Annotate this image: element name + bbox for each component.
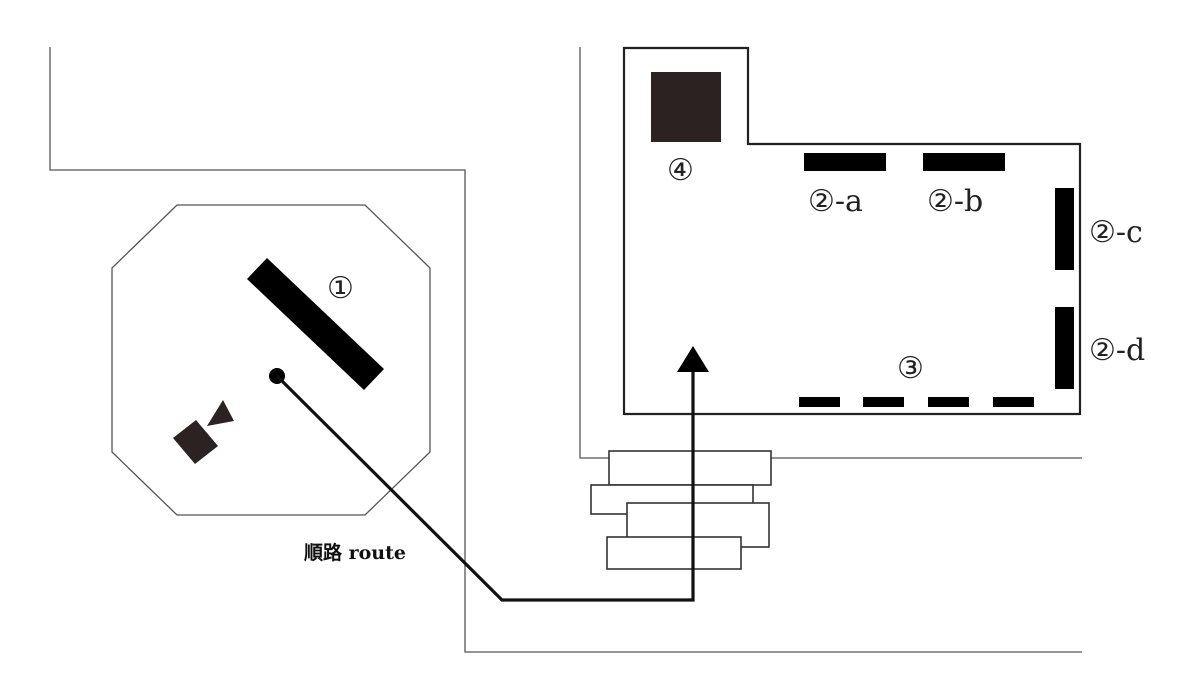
corridor-wall-right (579, 47, 1082, 459)
video-camera-icon (173, 400, 234, 464)
exhibit-1-bar (247, 258, 384, 390)
label-exhibit-2b: ②-b (927, 184, 983, 219)
exhibit-2b-bar (923, 153, 1005, 171)
exhibit-4-block (651, 72, 721, 142)
gallery-room (622, 46, 1082, 416)
corridor-wall-left (49, 47, 1082, 653)
label-exhibit-1: ① (327, 271, 354, 306)
octagon-room (111, 204, 431, 516)
entrance-steps (590, 450, 772, 570)
label-exhibit-4: ④ (667, 153, 694, 188)
route-label: 順路 route (304, 541, 406, 564)
label-exhibit-3: ③ (897, 351, 924, 386)
label-exhibit-2a: ②-a (808, 184, 863, 219)
route-path (275, 372, 695, 602)
exhibit-2c-bar (1055, 188, 1074, 270)
exhibit-2d-bar (1055, 307, 1074, 389)
exhibit-2a-bar (804, 153, 886, 171)
exhibit-3-bars (799, 397, 1034, 407)
label-exhibit-2d: ②-d (1089, 333, 1145, 368)
route-arrowhead (677, 346, 709, 372)
label-exhibit-2c: ②-c (1089, 215, 1143, 250)
